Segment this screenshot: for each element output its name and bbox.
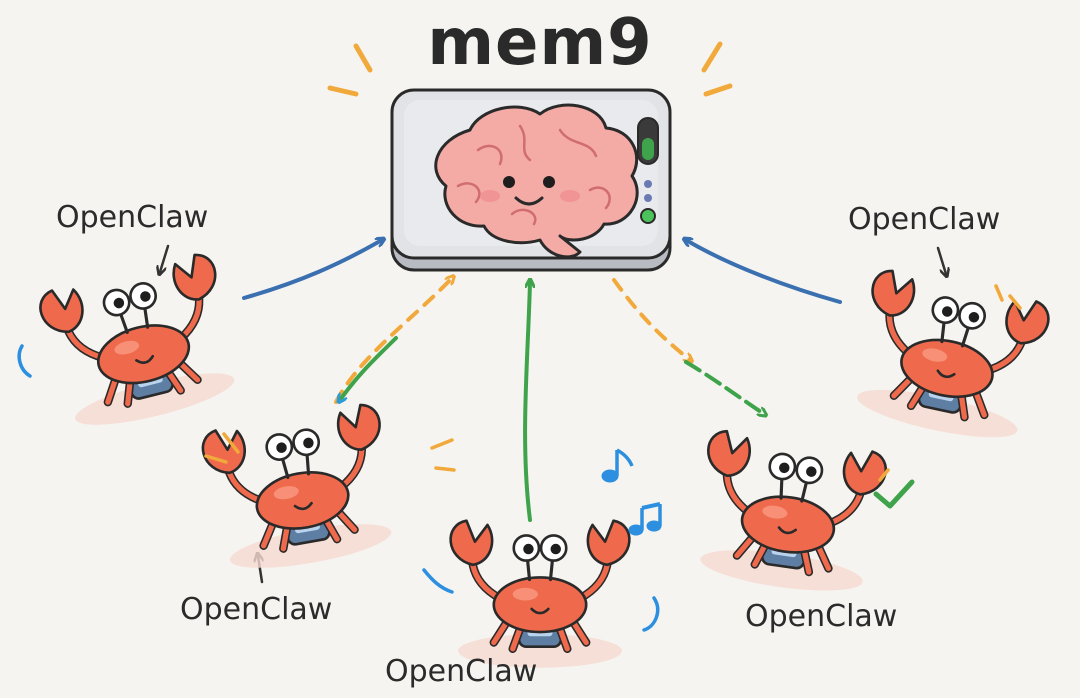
connection-arrows bbox=[160, 240, 946, 584]
diagram-title: mem9 bbox=[427, 6, 653, 80]
check-icon bbox=[873, 479, 915, 509]
crab-right-top bbox=[846, 268, 1051, 449]
agent-label-bottom-center: OpenClaw bbox=[385, 654, 538, 689]
title-sparkles bbox=[327, 41, 733, 97]
motion-marks bbox=[17, 284, 1022, 632]
crab-right-bottom bbox=[691, 429, 888, 599]
agent-label-left-top: OpenClaw bbox=[56, 200, 209, 235]
crab-bottom-center bbox=[451, 521, 630, 668]
music-note-icon bbox=[601, 448, 662, 536]
agent-label-right-bottom: OpenClaw bbox=[745, 599, 898, 634]
brain-icon bbox=[434, 103, 639, 259]
crab-left-top bbox=[37, 251, 246, 437]
agent-label-left-bottom: OpenClaw bbox=[180, 592, 333, 627]
crab-left-bottom bbox=[200, 402, 402, 578]
agent-label-right-top: OpenClaw bbox=[848, 202, 1001, 237]
